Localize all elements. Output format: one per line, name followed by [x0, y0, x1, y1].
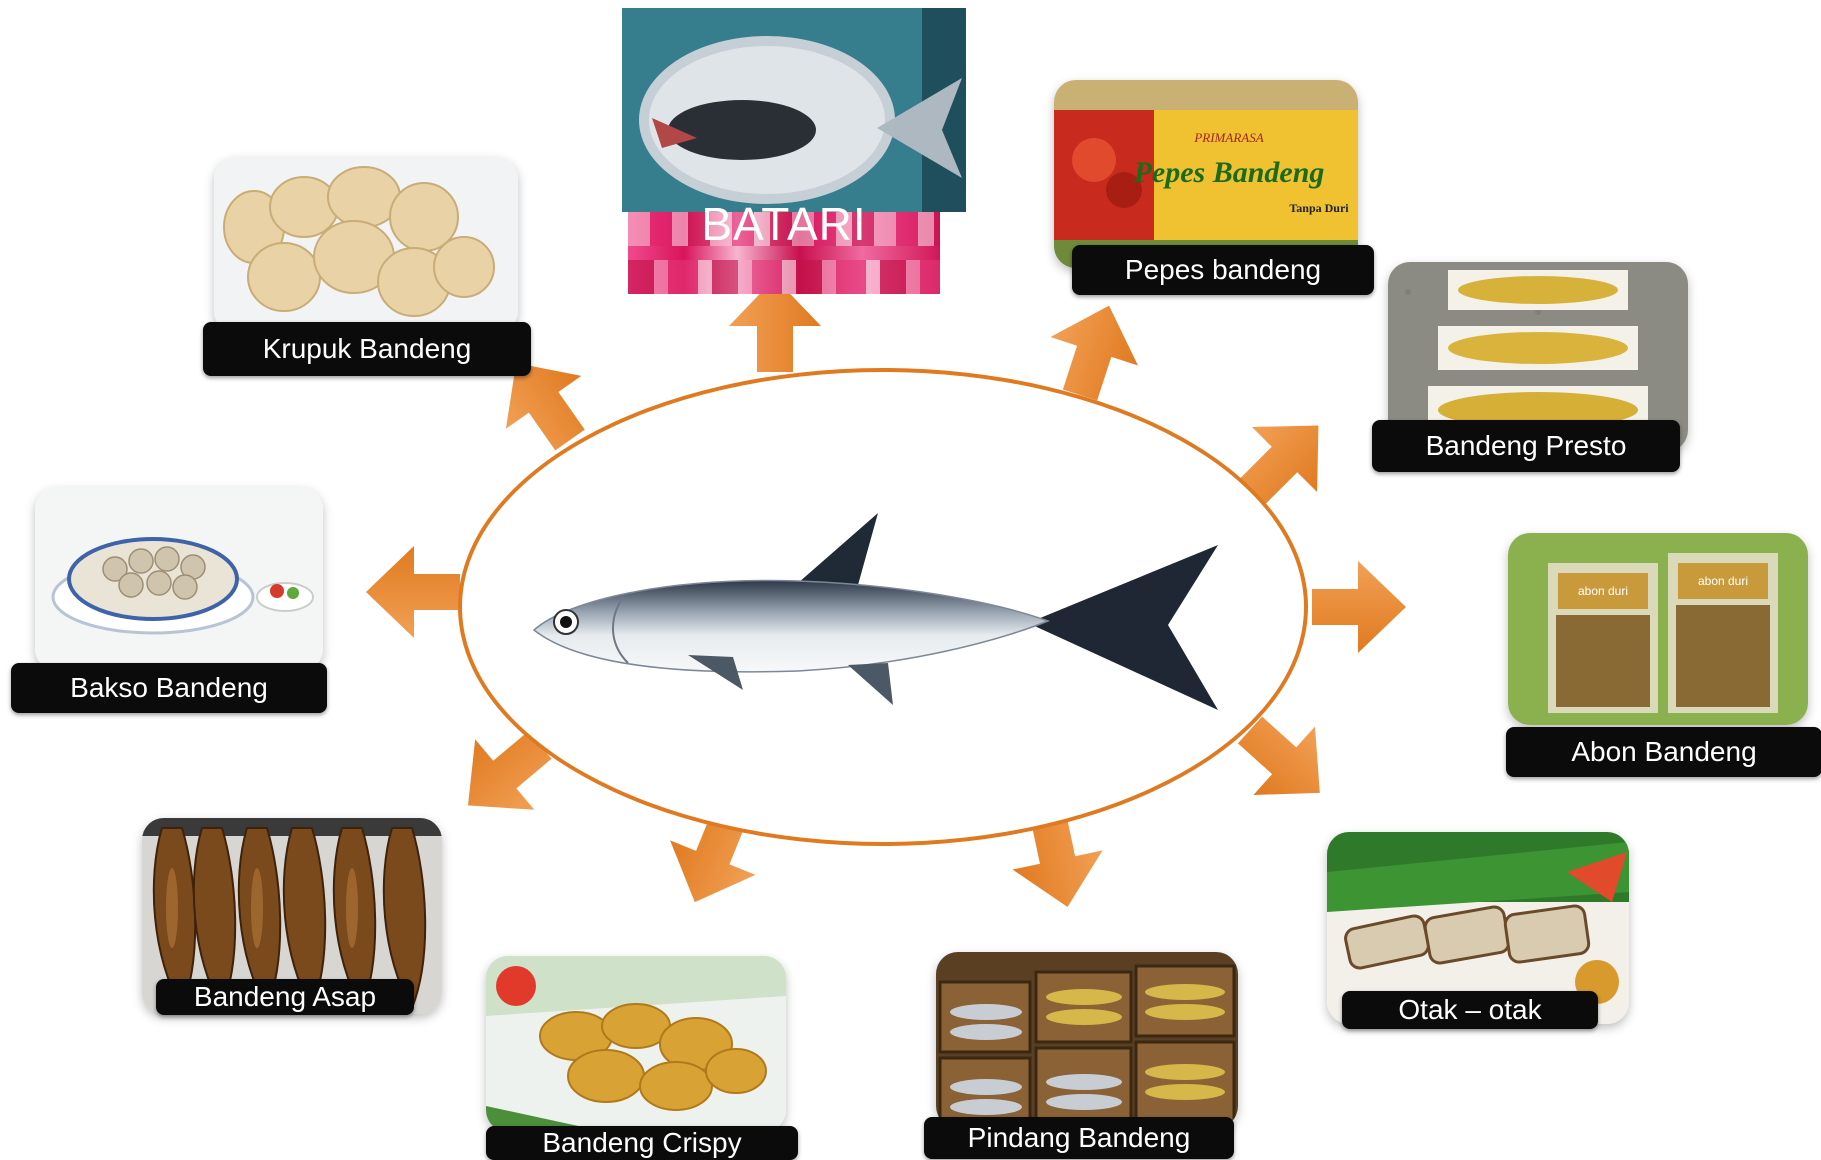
- arrow-to-batari: [729, 278, 821, 372]
- label-crispy: Bandeng Crispy: [486, 1126, 798, 1160]
- krupuk-photo: [214, 157, 518, 333]
- label-otak: Otak – otak: [1342, 991, 1598, 1029]
- label-abon: Abon Bandeng: [1506, 727, 1821, 777]
- arrow-to-abon: [1312, 561, 1406, 653]
- label-asap: Bandeng Asap: [156, 979, 414, 1015]
- pindang-photo: [936, 952, 1238, 1128]
- abon-pack-text-1: abon duri: [1578, 584, 1628, 598]
- pepes-subtitle-text: Tanpa Duri: [1289, 201, 1349, 215]
- arrow-to-krupuk: [505, 362, 585, 451]
- batari-banner: [628, 212, 940, 294]
- pepes-photo: PRIMARASA Pepes Bandeng Tanpa Duri: [1054, 80, 1358, 268]
- batari-title: BATARI: [701, 198, 867, 250]
- arrow-to-pepes: [1050, 305, 1138, 401]
- arrow-to-presto: [1239, 425, 1319, 505]
- arrow-to-otak: [1237, 716, 1320, 795]
- arrow-to-bakso: [366, 546, 460, 638]
- pepes-product-text: Pepes Bandeng: [1133, 156, 1325, 189]
- crispy-photo: [486, 956, 786, 1132]
- arrow-to-pindang: [1012, 811, 1103, 907]
- label-pepes: Pepes bandeng: [1072, 245, 1374, 295]
- bakso-photo: [35, 487, 323, 671]
- batari-photo: [622, 8, 966, 212]
- milkfish-image: [532, 513, 1218, 710]
- label-bakso: Bakso Bandeng: [11, 663, 327, 713]
- abon-photo: abon duri abon duri: [1508, 533, 1808, 725]
- label-pindang: Pindang Bandeng: [924, 1117, 1234, 1159]
- abon-pack-text-2: abon duri: [1698, 574, 1748, 588]
- arrow-to-asap: [467, 731, 552, 810]
- arrow-to-crispy: [670, 808, 756, 903]
- label-krupuk: Krupuk Bandeng: [203, 322, 531, 376]
- otak-photo: [1327, 832, 1629, 1024]
- label-presto: Bandeng Presto: [1372, 420, 1680, 472]
- pepes-brand-text: PRIMARASA: [1193, 130, 1263, 145]
